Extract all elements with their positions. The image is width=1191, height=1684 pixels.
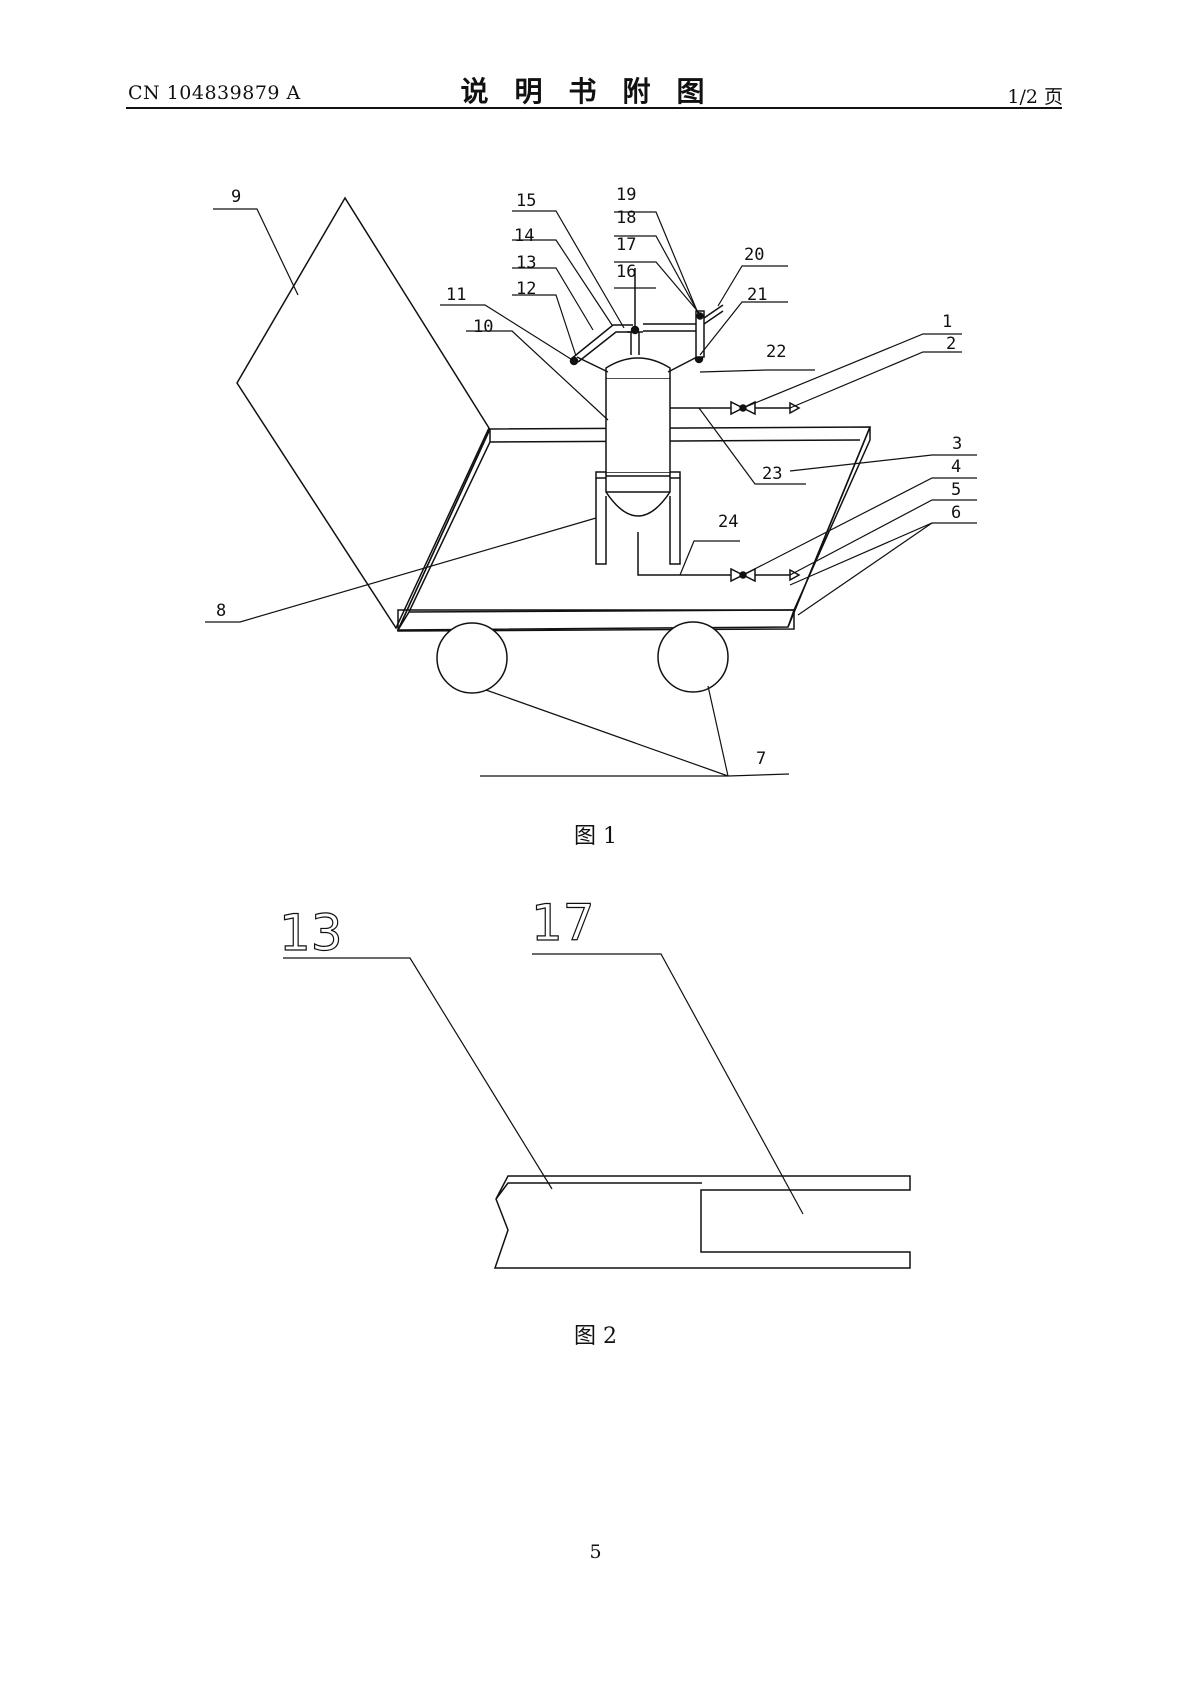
label-23: 23 xyxy=(762,464,782,484)
page-number: 5 xyxy=(589,1541,602,1563)
page-title: 说明书附图 xyxy=(460,75,731,108)
tube-clip-parts-17-21 xyxy=(695,304,724,358)
header-rule xyxy=(126,107,1062,109)
wheel-right xyxy=(657,621,729,693)
page-fraction: 1/2 页 xyxy=(1007,86,1063,108)
fig2-label-17: 17 xyxy=(531,894,595,952)
label-17: 17 xyxy=(616,235,636,255)
label-21: 21 xyxy=(747,285,767,305)
label-10: 10 xyxy=(473,317,493,337)
pipe-part-23 xyxy=(670,400,801,416)
label-20: 20 xyxy=(744,245,764,265)
label-13: 13 xyxy=(516,253,536,273)
label-9: 9 xyxy=(231,187,241,207)
label-11: 11 xyxy=(446,285,466,305)
figure-2-leaders xyxy=(283,953,804,1215)
figure-1-drawing xyxy=(236,196,872,694)
label-8: 8 xyxy=(216,601,226,621)
label-24: 24 xyxy=(718,512,738,532)
patent-number: CN 104839879 A xyxy=(128,82,301,104)
figure-2-caption: 图 2 xyxy=(574,1324,617,1349)
fig2-label-13: 13 xyxy=(279,904,343,962)
component-13-17-section xyxy=(493,1175,911,1269)
tray-part-3 xyxy=(396,426,872,632)
label-1: 1 xyxy=(942,312,952,332)
label-22: 22 xyxy=(766,342,786,362)
label-19: 19 xyxy=(616,185,636,205)
figure-1-caption: 图 1 xyxy=(574,824,617,849)
wheel-left xyxy=(436,622,508,694)
label-18: 18 xyxy=(616,208,636,228)
label-2: 2 xyxy=(946,334,956,354)
label-12: 12 xyxy=(516,279,536,299)
label-14: 14 xyxy=(514,226,534,246)
label-6: 6 xyxy=(951,503,961,523)
label-16: 16 xyxy=(616,262,636,282)
figure-2-labels: 13 17 xyxy=(278,893,595,962)
panel-part-9 xyxy=(236,196,490,630)
label-4: 4 xyxy=(951,457,961,477)
label-5: 5 xyxy=(951,480,961,500)
label-7: 7 xyxy=(756,749,766,769)
pipe-part-24 xyxy=(637,532,801,583)
figure-1-leaders xyxy=(205,208,977,777)
figure-2-drawing xyxy=(493,1175,911,1269)
vessel-part-10 xyxy=(605,357,671,517)
label-3: 3 xyxy=(952,434,962,454)
label-15: 15 xyxy=(516,191,536,211)
figure-1-labels: 9 8 7 1 2 3 4 5 6 23 24 22 21 20 19 18 1… xyxy=(216,185,962,769)
